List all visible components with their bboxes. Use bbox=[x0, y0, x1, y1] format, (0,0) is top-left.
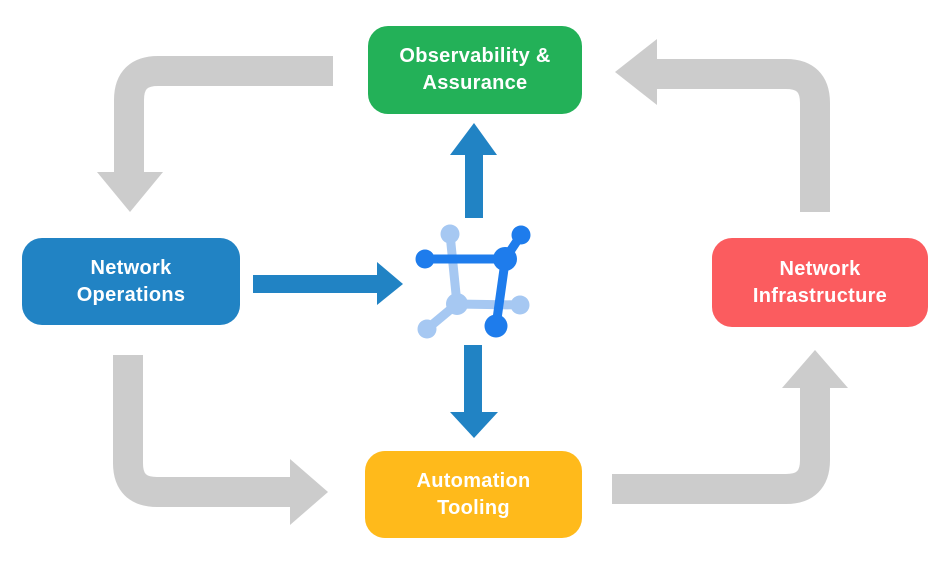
arrow-center-to-tooling bbox=[450, 345, 498, 438]
arrow-operations-to-center bbox=[253, 262, 403, 305]
network-automation-icon bbox=[415, 224, 531, 339]
arrow-infrastructure-to-observability bbox=[615, 39, 830, 212]
node-network-operations-label: Network Operations bbox=[76, 256, 186, 306]
arrow-operations-to-tooling bbox=[113, 355, 328, 525]
node-network-infrastructure: Network Infrastructure bbox=[712, 238, 928, 327]
arrow-center-to-observability bbox=[450, 123, 497, 218]
arrow-tooling-to-infrastructure bbox=[612, 350, 848, 504]
node-observability-assurance: Observability & Assurance bbox=[368, 26, 582, 114]
node-automation-tooling-label: Automation Tooling bbox=[416, 469, 531, 519]
arrow-observability-to-operations bbox=[97, 56, 333, 212]
node-network-infrastructure-label: Network Infrastructure bbox=[752, 257, 888, 307]
node-automation-tooling: Automation Tooling bbox=[365, 451, 582, 538]
node-observability-assurance-label: Observability & Assurance bbox=[399, 45, 551, 94]
node-network-operations: Network Operations bbox=[22, 238, 240, 325]
